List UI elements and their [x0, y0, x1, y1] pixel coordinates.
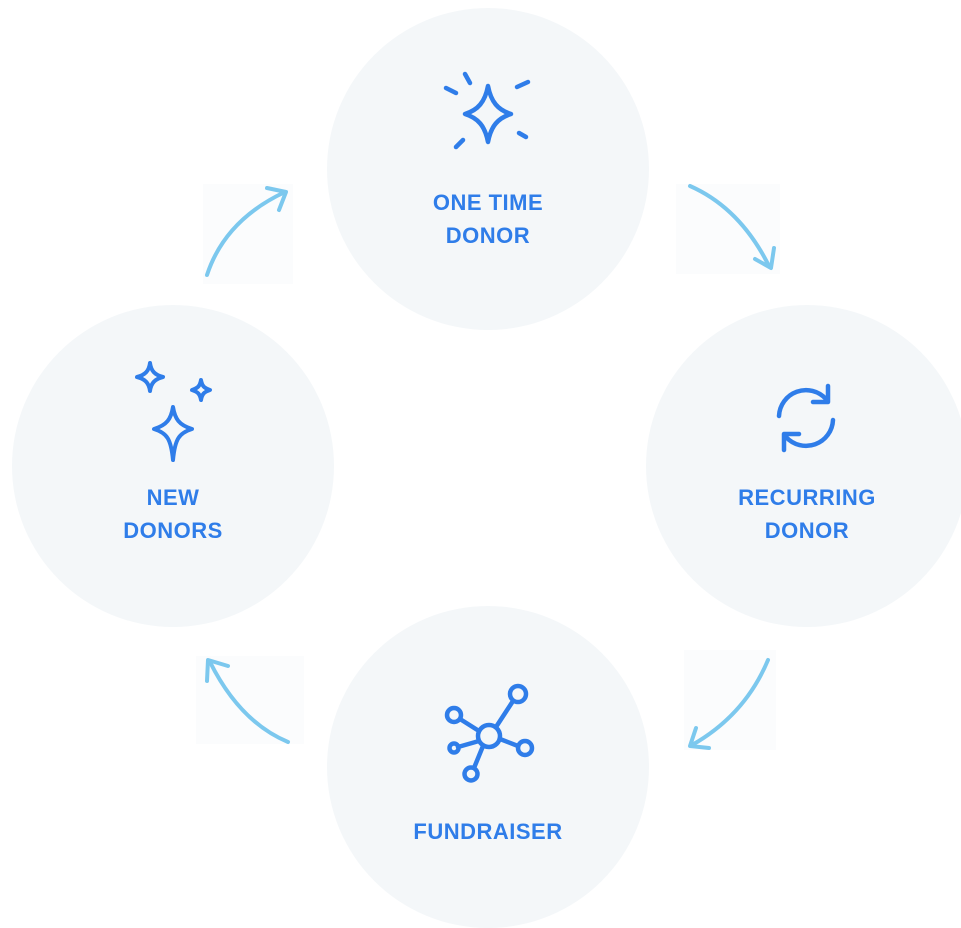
sparkle-icon: [443, 71, 531, 150]
arrow-recurring-to-fundraiser: [688, 658, 770, 750]
network-hub-icon: [444, 683, 535, 783]
node-new-donors: NEW DONORS: [12, 305, 334, 627]
node-label: ONE TIME DONOR: [432, 190, 544, 248]
arrow-backdrop-top-right: [676, 184, 780, 274]
node-label: FUNDRAISER: [413, 819, 563, 844]
arrow-new-to-one-time: [205, 186, 288, 277]
arrow-fundraiser-to-new: [205, 658, 290, 744]
node-label: NEW DONORS: [123, 485, 223, 543]
arrow-backdrop-bottom-right: [684, 650, 776, 750]
node-one-time-donor: ONE TIME DONOR: [327, 8, 649, 330]
node-recurring-donor: RECURRING DONOR: [646, 305, 961, 627]
arrow-backdrop-top-left: [203, 184, 293, 284]
node-label: RECURRING DONOR: [738, 485, 876, 543]
node-fundraiser: FUNDRAISER: [327, 606, 649, 928]
refresh-cycle-icon: [776, 383, 836, 453]
arrow-one-time-to-recurring: [688, 184, 776, 270]
sparkles-icon: [135, 361, 212, 462]
